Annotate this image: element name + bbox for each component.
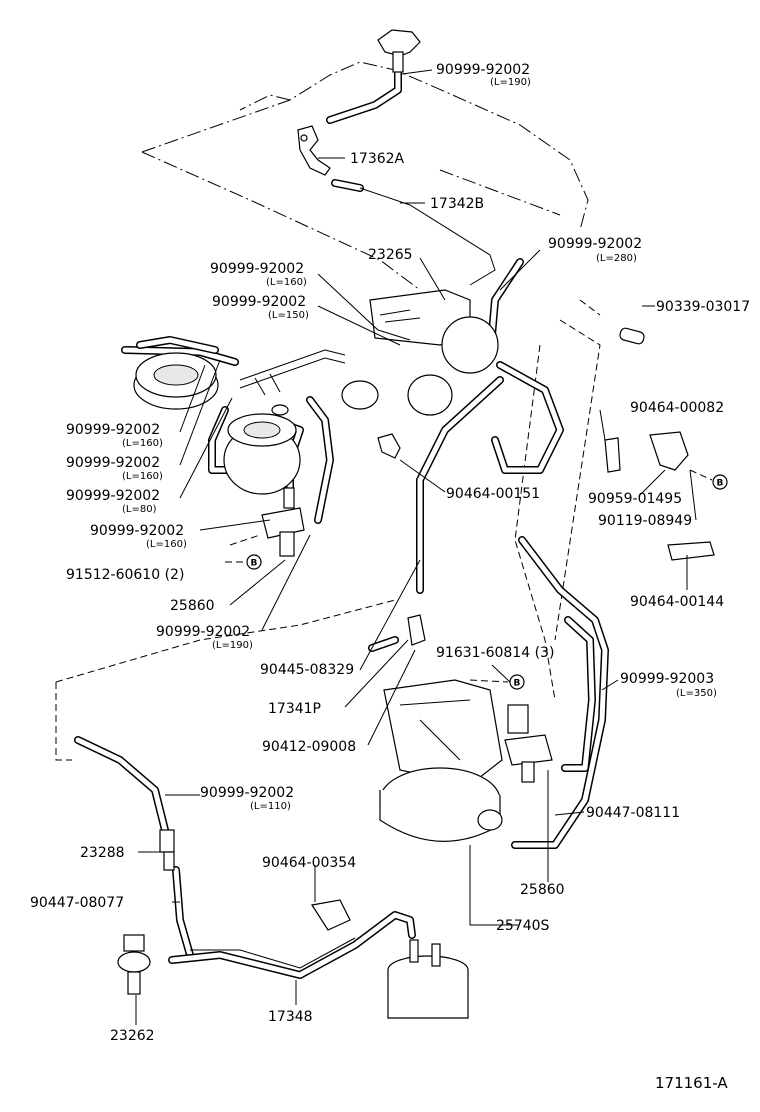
part-number-label: 90412-09008 — [262, 739, 356, 755]
b-marker — [712, 474, 728, 490]
part-number-label: 91512-60610 (2) — [66, 567, 184, 583]
b-marker-label: B — [514, 679, 521, 689]
dashed-leaders — [55, 299, 713, 761]
part-number-label: 23265 — [368, 247, 413, 263]
part-number-label: 90999-92002 — [156, 624, 250, 640]
part-length-label: (L=160) — [122, 471, 163, 482]
part-number-label: 90999-92002 — [66, 455, 160, 471]
part-length-label: (L=350) — [676, 688, 717, 699]
part-number-label: 90464-00144 — [630, 594, 724, 610]
part-number-label: 90999-92002 — [436, 62, 530, 78]
part-number-label: 17348 — [268, 1009, 313, 1025]
part-number-label: 25860 — [170, 598, 215, 614]
part-length-label: (L=190) — [490, 77, 531, 88]
part-number-label: 90464-00151 — [446, 486, 540, 502]
part-number-label: 23288 — [80, 845, 125, 861]
part-number-label: 90339-03017 — [656, 299, 750, 315]
part-number-label: 17362A — [350, 151, 405, 167]
part-number-label: 90999-92002 — [212, 294, 306, 310]
part-labels: 90999-92002 (L=190) 17362A 17342B 23265 … — [30, 62, 750, 1044]
part-number-label: 17341P — [268, 701, 321, 717]
part-number-label: 90999-92002 — [548, 236, 642, 252]
part-number-label: 91631-60814 (3) — [436, 645, 554, 661]
part-length-label: (L=80) — [122, 504, 157, 515]
part-number-label: 90999-92002 — [210, 261, 304, 277]
part-number-label: 90999-92003 — [620, 671, 714, 687]
part-number-label: 23262 — [110, 1028, 155, 1044]
part-number-label: 25860 — [520, 882, 565, 898]
part-number-label: 90999-92002 — [200, 785, 294, 801]
part-number-label: 25740S — [496, 918, 550, 934]
figure-reference: 171161-A — [655, 1074, 728, 1092]
engine-outline — [141, 61, 589, 291]
part-length-label: (L=280) — [596, 253, 637, 264]
part-length-label: (L=150) — [268, 310, 309, 321]
part-number-label: 90464-00354 — [262, 855, 356, 871]
part-number-label: 90445-08329 — [260, 662, 354, 678]
part-number-label: 90119-08949 — [598, 513, 692, 529]
b-markers: B B B — [246, 474, 728, 690]
part-number-label: 90959-01495 — [588, 491, 682, 507]
b-marker — [246, 554, 262, 570]
parts — [117, 29, 715, 1019]
b-marker-label: B — [251, 559, 258, 569]
part-number-label: 90447-08111 — [586, 805, 680, 821]
part-length-label: (L=110) — [250, 801, 291, 812]
part-number-label: 17342B — [430, 196, 484, 212]
part-length-label: (L=160) — [122, 438, 163, 449]
part-length-label: (L=160) — [146, 539, 187, 550]
b-marker — [509, 674, 525, 690]
part-length-label: (L=190) — [212, 640, 253, 651]
part-length-label: (L=160) — [266, 277, 307, 288]
part-number-label: 90999-92002 — [66, 488, 160, 504]
b-marker-label: B — [717, 479, 724, 489]
part-number-label: 90464-00082 — [630, 400, 724, 416]
part-number-label: 90447-08077 — [30, 895, 124, 911]
leader-lines — [135, 69, 697, 1025]
part-number-label: 90999-92002 — [90, 523, 184, 539]
part-number-label: 90999-92002 — [66, 422, 160, 438]
